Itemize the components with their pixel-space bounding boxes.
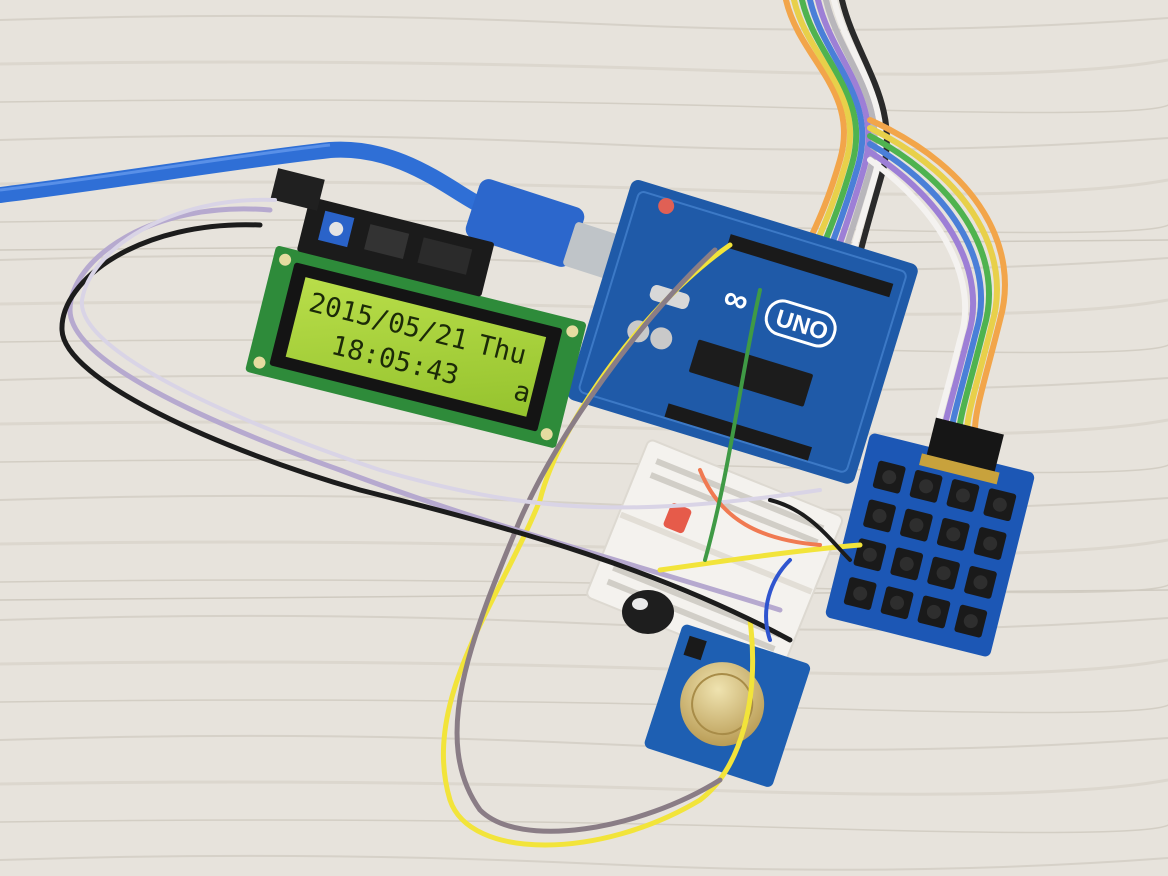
keypad-button-cap bbox=[862, 547, 877, 562]
keypad-button-cap bbox=[872, 508, 887, 523]
keypad-button-cap bbox=[946, 527, 961, 542]
keypad-button-cap bbox=[853, 586, 868, 601]
keypad-button-cap bbox=[992, 497, 1007, 512]
buzzer bbox=[622, 590, 674, 634]
i2c-backpack bbox=[270, 168, 494, 297]
keypad-button-cap bbox=[899, 556, 914, 571]
keypad-button-cap bbox=[963, 614, 978, 629]
keypad-button-cap bbox=[909, 518, 924, 533]
lcd-screen bbox=[285, 277, 547, 417]
keypad-button-cap bbox=[882, 470, 897, 485]
jumper-wires bbox=[59, 197, 863, 848]
keypad-button-cap bbox=[890, 595, 905, 610]
keypad-button-cap bbox=[926, 604, 941, 619]
keypad-button-cap bbox=[983, 536, 998, 551]
keypad-button-cap bbox=[919, 479, 934, 494]
keypad-module bbox=[825, 417, 1035, 657]
lcd-flag: a bbox=[511, 376, 534, 410]
keypad-button-cap bbox=[936, 566, 951, 581]
arduino-uno-board: ∞ UNO bbox=[567, 180, 918, 484]
usb-cable bbox=[0, 141, 625, 280]
keypad-button-cap bbox=[973, 575, 988, 590]
keypad-keys bbox=[843, 460, 1017, 638]
lcd-module: 2015/05/21 Thu 18:05:43 a bbox=[245, 246, 587, 448]
keypad-button-cap bbox=[955, 488, 970, 503]
ribbon-cable bbox=[783, 0, 1008, 443]
